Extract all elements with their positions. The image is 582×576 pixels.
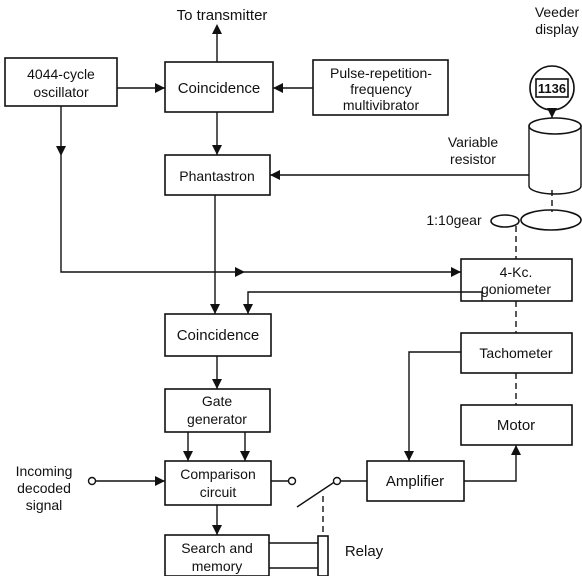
search-memory-label-line2: memory xyxy=(192,558,243,574)
arrowheads xyxy=(56,24,557,535)
coincidence-top-label: Coincidence xyxy=(178,80,261,97)
oscillator-block: 4044-cycle oscillator xyxy=(4,57,118,107)
prf-label-line3: multivibrator xyxy=(343,97,420,113)
veeder-counter-value: 1136 xyxy=(538,81,566,96)
variable-resistor-icon xyxy=(528,117,582,195)
to-transmitter-label: To transmitter xyxy=(177,7,268,24)
variable-resistor-label-line1: Variable xyxy=(448,134,499,150)
oscillator-label-line1: 4044-cycle xyxy=(27,66,95,82)
variable-resistor-label-line2: resistor xyxy=(450,151,496,167)
gear-label: 1:10gear xyxy=(426,212,482,228)
veeder-label-line1: Veeder xyxy=(535,4,580,20)
connection-wires xyxy=(60,30,553,576)
comparison-label-line2: circuit xyxy=(200,484,237,500)
goniometer-label-line2: goniometer xyxy=(481,281,551,297)
tachometer-block: Tachometer xyxy=(460,332,573,374)
coincidence-mid-block: Coincidence xyxy=(164,313,272,357)
gear-icon xyxy=(490,209,582,231)
coincidence-mid-label: Coincidence xyxy=(177,327,260,344)
goniometer-label-line1: 4-Kc. xyxy=(500,264,533,280)
prf-multivibrator-block: Pulse-repetition- frequency multivibrato… xyxy=(312,59,449,116)
motor-block: Motor xyxy=(460,404,573,446)
search-memory-label-line1: Search and xyxy=(181,540,253,556)
comparison-label-line1: Comparison xyxy=(180,466,255,482)
mechanical-links xyxy=(322,190,553,536)
goniometer-block: 4-Kc. goniometer xyxy=(460,258,573,302)
gate-generator-label-line1: Gate xyxy=(202,393,233,409)
search-memory-block: Search and memory xyxy=(164,534,270,576)
gate-generator-label-line2: generator xyxy=(187,411,247,427)
prf-label-line1: Pulse-repetition- xyxy=(330,65,432,81)
relay-label: Relay xyxy=(345,543,384,560)
veeder-label-line2: display xyxy=(535,21,579,37)
phantastron-block: Phantastron xyxy=(164,154,271,196)
amplifier-block: Amplifier xyxy=(366,460,465,502)
motor-label: Motor xyxy=(497,417,535,434)
veeder-counter-icon: 1136 xyxy=(529,65,575,111)
comparison-circuit-block: Comparison circuit xyxy=(164,460,272,506)
phantastron-label: Phantastron xyxy=(179,168,255,184)
incoming-label-line3: signal xyxy=(26,497,63,513)
oscillator-label-line2: oscillator xyxy=(33,84,89,100)
incoming-label-line2: decoded xyxy=(17,480,71,496)
gate-generator-block: Gate generator xyxy=(164,388,271,433)
incoming-label-line1: Incoming xyxy=(16,463,73,479)
prf-label-line2: frequency xyxy=(350,81,411,97)
coincidence-top-block: Coincidence xyxy=(164,61,274,113)
amplifier-label: Amplifier xyxy=(386,473,444,490)
tachometer-label: Tachometer xyxy=(479,345,552,361)
